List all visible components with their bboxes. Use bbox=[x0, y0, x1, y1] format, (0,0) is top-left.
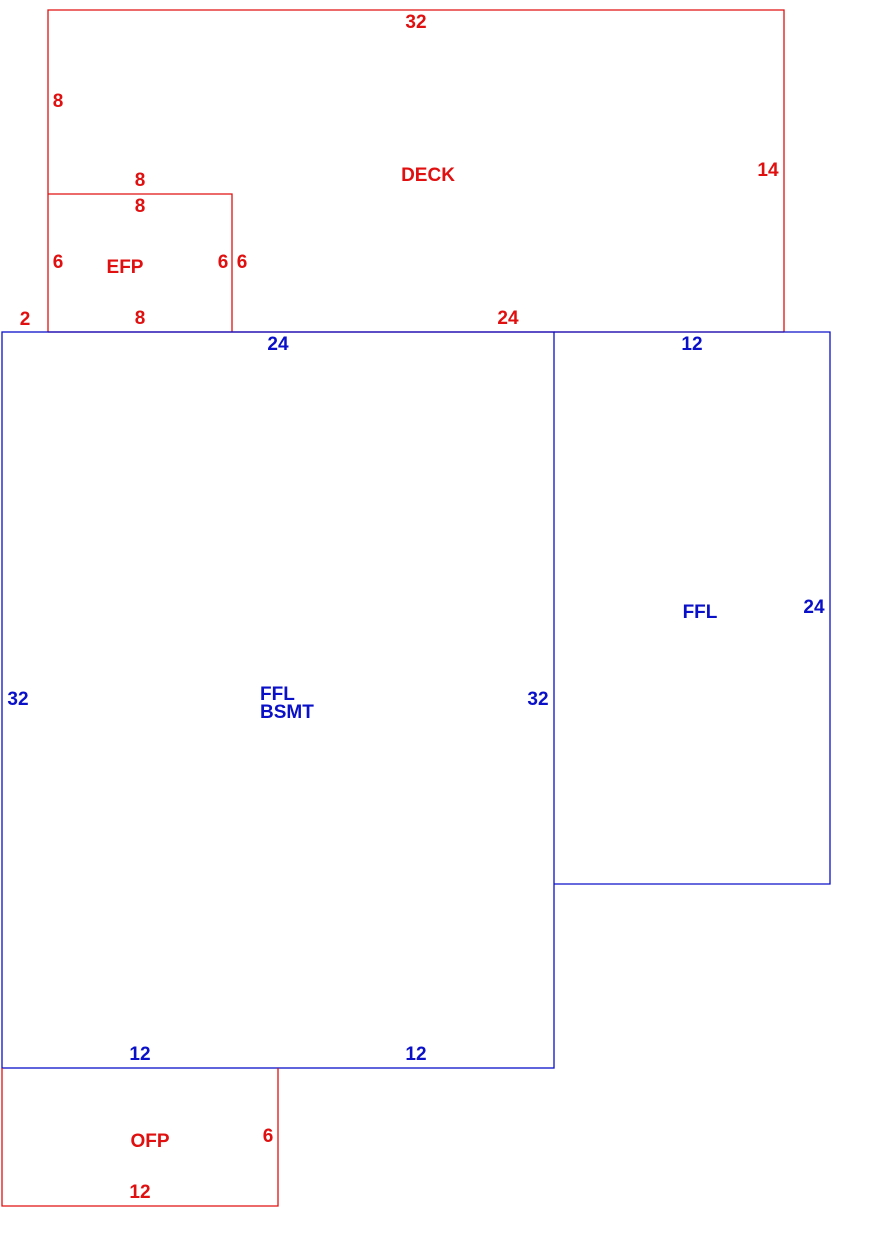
deck-dim-step: 2 bbox=[20, 309, 31, 330]
ffl-outline bbox=[554, 331, 831, 885]
ffl-bsmt-dim-left: 32 bbox=[7, 689, 28, 710]
deck-dim-top: 32 bbox=[405, 12, 426, 33]
ffl-bsmt-label-line2: BSMT bbox=[260, 702, 314, 723]
ofp-outline bbox=[1, 1068, 279, 1207]
deck-dim-bottom: 24 bbox=[497, 308, 519, 329]
ffl-bsmt-dim-top: 24 bbox=[267, 334, 289, 355]
ffl-bsmt-label-line1: FFL bbox=[260, 684, 295, 705]
efp-dim-top-inner: 8 bbox=[135, 196, 146, 217]
ffl-dim-right: 24 bbox=[803, 597, 825, 618]
efp-dim-right-inner: 6 bbox=[218, 252, 229, 273]
efp-label: EFP bbox=[107, 257, 144, 278]
efp-dim-bottom: 8 bbox=[135, 308, 146, 329]
efp-dim-top-outer: 8 bbox=[135, 170, 146, 191]
ffl-bsmt-dim-right: 32 bbox=[527, 689, 548, 710]
ofp-label: OFP bbox=[130, 1131, 169, 1152]
efp-dim-right-outer: 6 bbox=[237, 252, 248, 273]
efp-outline bbox=[48, 193, 233, 332]
ffl-dim-top: 12 bbox=[681, 334, 702, 355]
deck-label: DECK bbox=[401, 165, 455, 186]
ofp-dim-right: 6 bbox=[263, 1126, 274, 1147]
deck-dim-left: 8 bbox=[53, 91, 64, 112]
deck-dim-right: 14 bbox=[757, 160, 779, 181]
ffl-label: FFL bbox=[683, 602, 718, 623]
ffl-bsmt-dim-bottom-left: 12 bbox=[129, 1044, 150, 1065]
efp-dim-left: 6 bbox=[53, 252, 64, 273]
ofp-dim-bottom: 12 bbox=[129, 1182, 150, 1203]
deck-outline bbox=[47, 9, 785, 332]
ffl-bsmt-dim-bottom-right: 12 bbox=[405, 1044, 426, 1065]
